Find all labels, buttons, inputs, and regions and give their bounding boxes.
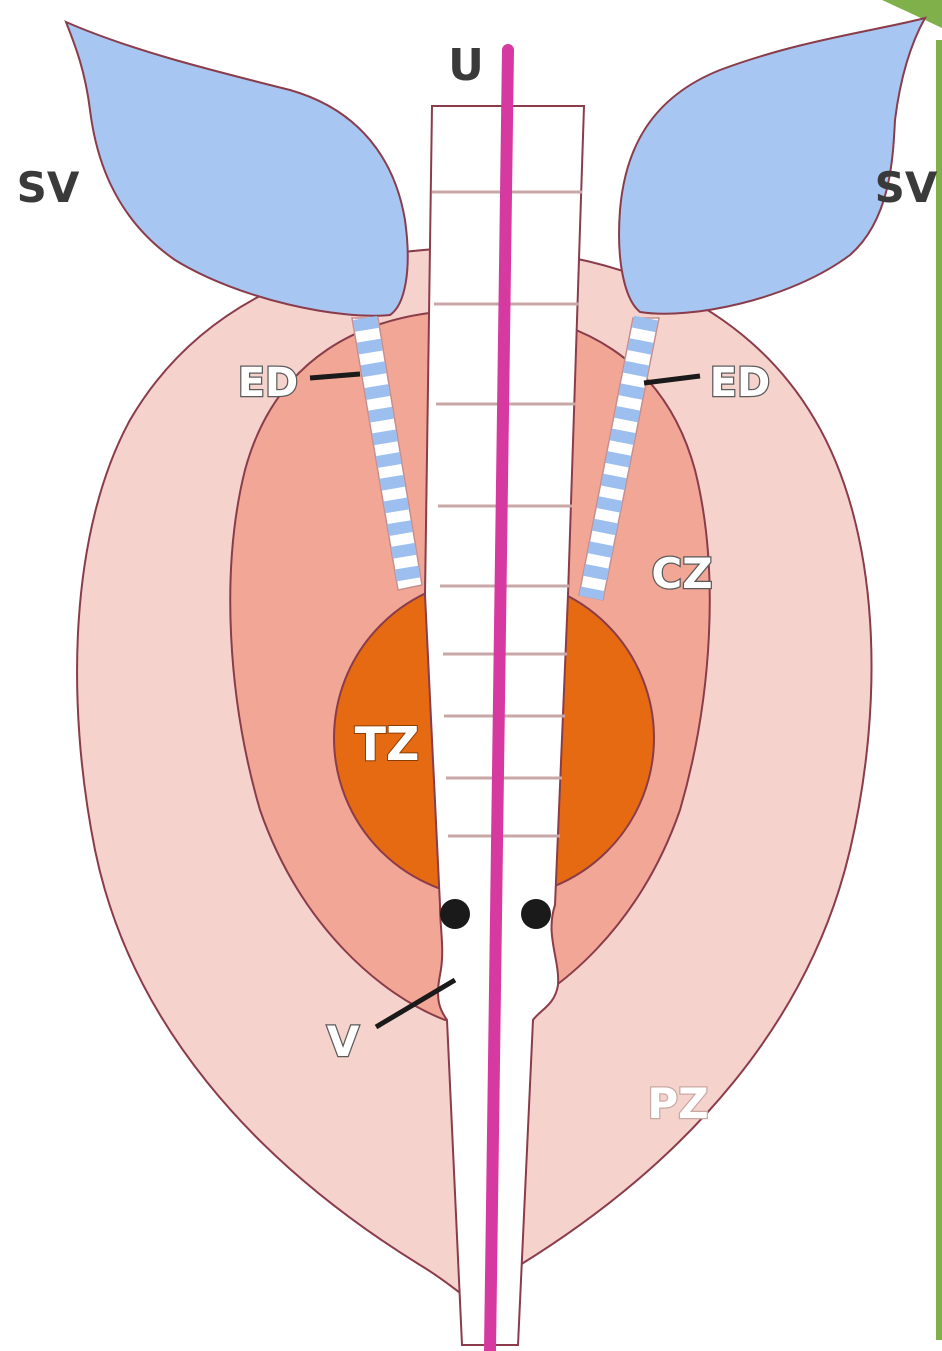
seminal-vesicle-left-shape [66, 22, 408, 316]
central-zone-label: CZ [651, 549, 712, 598]
transition-zone-label: TZ [355, 717, 420, 771]
ejaculatory-duct-left-label: ED [238, 360, 299, 406]
duct-opening-left [440, 899, 470, 929]
duct-opening-right [521, 899, 551, 929]
urethra-label: U [448, 40, 484, 91]
seminal-vesicle-right-label: SV [875, 163, 938, 212]
ejaculatory-duct-right-label: ED [710, 360, 771, 406]
seminal-vesicle-left-label: SV [17, 163, 80, 212]
peripheral-zone-label: PZ [647, 1079, 708, 1128]
right-edge-strip [936, 40, 942, 1340]
verumontanum-label: V [327, 1017, 360, 1066]
